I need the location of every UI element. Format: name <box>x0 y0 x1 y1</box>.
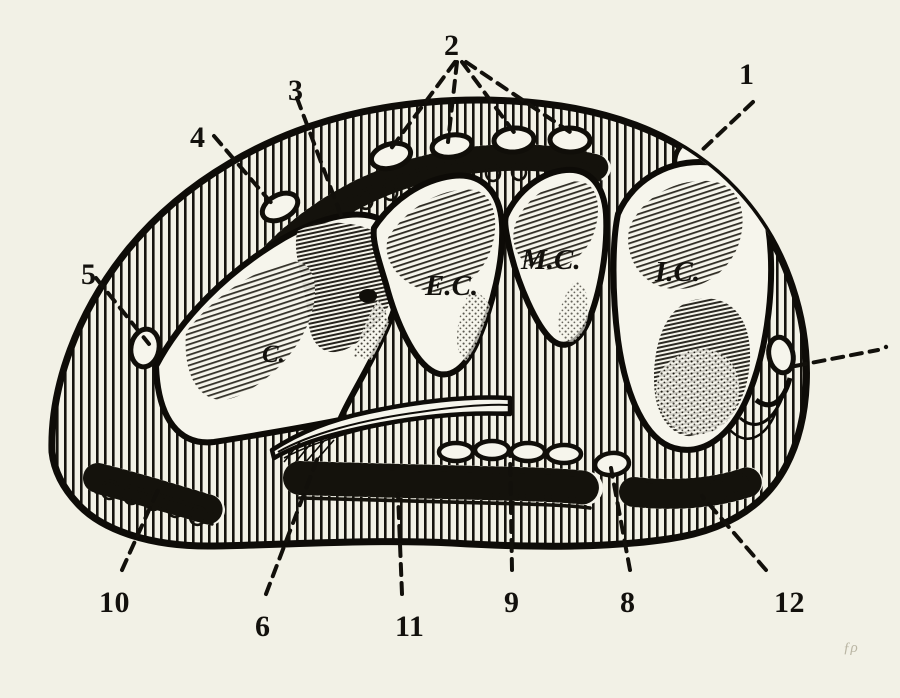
leader-lines <box>94 60 880 596</box>
leader-line-7 <box>793 348 880 368</box>
leader-line-10 <box>120 488 160 572</box>
lower-glandular-bands <box>83 461 763 527</box>
oval-cavity-2a <box>368 140 414 172</box>
leader-line-2a <box>388 60 457 152</box>
number-label-1: 1 <box>739 58 755 91</box>
leader-line-4 <box>212 134 276 208</box>
number-label-5: 5 <box>81 258 97 291</box>
leader-line-2d <box>464 60 572 134</box>
number-label-6: 6 <box>255 610 271 643</box>
leader-7-endpoint-dot <box>883 344 889 350</box>
chamber-label-ic: I.C. <box>655 256 701 288</box>
chamber-label-c: C. <box>262 341 285 368</box>
chamber-ic <box>610 159 793 453</box>
leader-line-9 <box>508 450 514 572</box>
number-label-4: 4 <box>190 121 206 154</box>
chamber-c-shading <box>185 222 397 400</box>
specimen-outline <box>48 96 810 550</box>
oval-cavity-7 <box>766 334 796 376</box>
number-label-12: 12 <box>774 586 805 619</box>
number-label-2: 2 <box>444 29 460 62</box>
leader-line-3 <box>295 96 344 220</box>
chamber-label-ec: E.C. <box>425 270 479 302</box>
number-label-11: 11 <box>395 610 425 643</box>
number-label-3: 3 <box>288 74 304 107</box>
leader-line-5 <box>94 276 151 346</box>
oval-cavity-9c <box>508 440 548 464</box>
leader-line-2c <box>460 60 518 137</box>
chamber-mc <box>502 166 610 348</box>
chamber-label-mc: M.C. <box>521 244 581 276</box>
number-label-9: 9 <box>504 586 520 619</box>
number-label-8: 8 <box>620 586 636 619</box>
leader-line-8 <box>609 466 632 572</box>
oval-cavity-9d <box>544 442 584 466</box>
leader-line-1 <box>698 100 755 154</box>
lower-oval-cavities <box>436 438 632 478</box>
oval-cavity-9b <box>472 438 512 462</box>
oval-cavity-2d <box>547 125 593 155</box>
chamber-ec <box>370 172 506 378</box>
oval-cavity-2b <box>429 132 475 160</box>
chamber-mc-shading <box>513 181 598 342</box>
leader-line-2b <box>446 60 459 144</box>
chamber-c <box>153 211 406 446</box>
leader-line-12 <box>700 494 768 572</box>
number-label-10: 10 <box>99 586 130 619</box>
engraver-signature-mark: ƒρ <box>843 640 858 656</box>
oval-cavity-5 <box>128 326 162 370</box>
leader-line-6 <box>264 450 322 596</box>
oval-cavity-9a <box>436 440 476 464</box>
glandular-band-12 <box>619 467 763 509</box>
chamber-ic-shading <box>628 180 751 437</box>
central-septum <box>269 395 513 465</box>
leader-line-11 <box>396 492 404 596</box>
